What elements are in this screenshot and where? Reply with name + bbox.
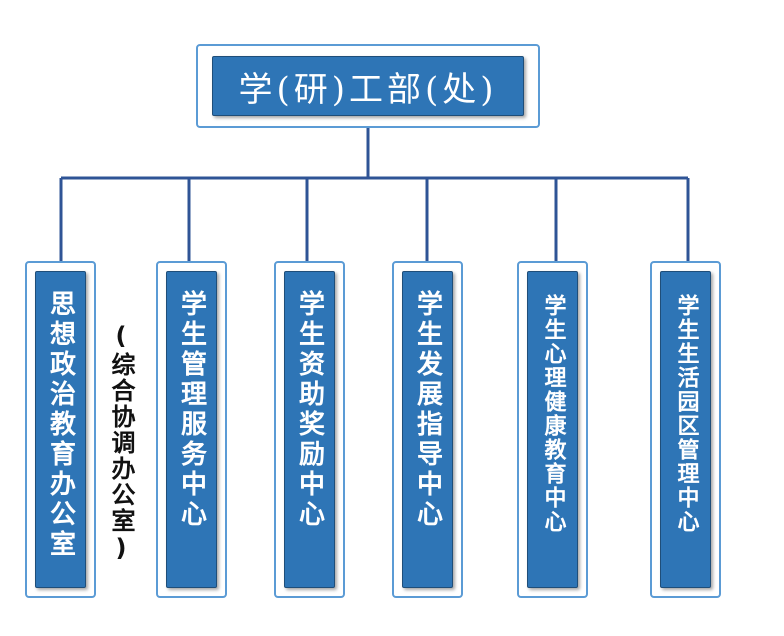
top-node-label: 学(研)工部(处) [238,69,498,110]
dept-node-3-box: 学生资助奖励中心 [284,271,335,588]
dept-node-6-label: 学生生活园区管理中心 [673,294,699,534]
dept-node-3: 学生资助奖励中心 [274,261,345,598]
dept-node-4: 学生发展指导中心 [392,261,463,598]
dept-node-5: 学生心理健康教育中心 [517,261,588,598]
dept-node-6: 学生生活园区管理中心 [650,261,721,598]
dept-node-1-label: 思想政治教育办公室 [45,290,76,560]
top-node-box: 学(研)工部(处) [212,56,524,116]
top-node: 学(研)工部(处) [196,44,540,128]
dept-node-2-label: 学生管理服务中心 [176,290,207,530]
dept-node-6-box: 学生生活园区管理中心 [660,271,711,588]
dept-node-1-note: (综合协调办公室) [107,322,135,564]
dept-node-3-label: 学生资助奖励中心 [294,290,325,530]
dept-node-4-box: 学生发展指导中心 [402,271,453,588]
dept-node-2: 学生管理服务中心 [156,261,227,598]
dept-node-5-box: 学生心理健康教育中心 [527,271,578,588]
dept-node-1-box: 思想政治教育办公室 [35,271,86,588]
dept-node-1: 思想政治教育办公室 [25,261,96,598]
dept-node-2-box: 学生管理服务中心 [166,271,217,588]
dept-node-4-label: 学生发展指导中心 [412,290,443,530]
dept-node-5-label: 学生心理健康教育中心 [540,294,566,534]
